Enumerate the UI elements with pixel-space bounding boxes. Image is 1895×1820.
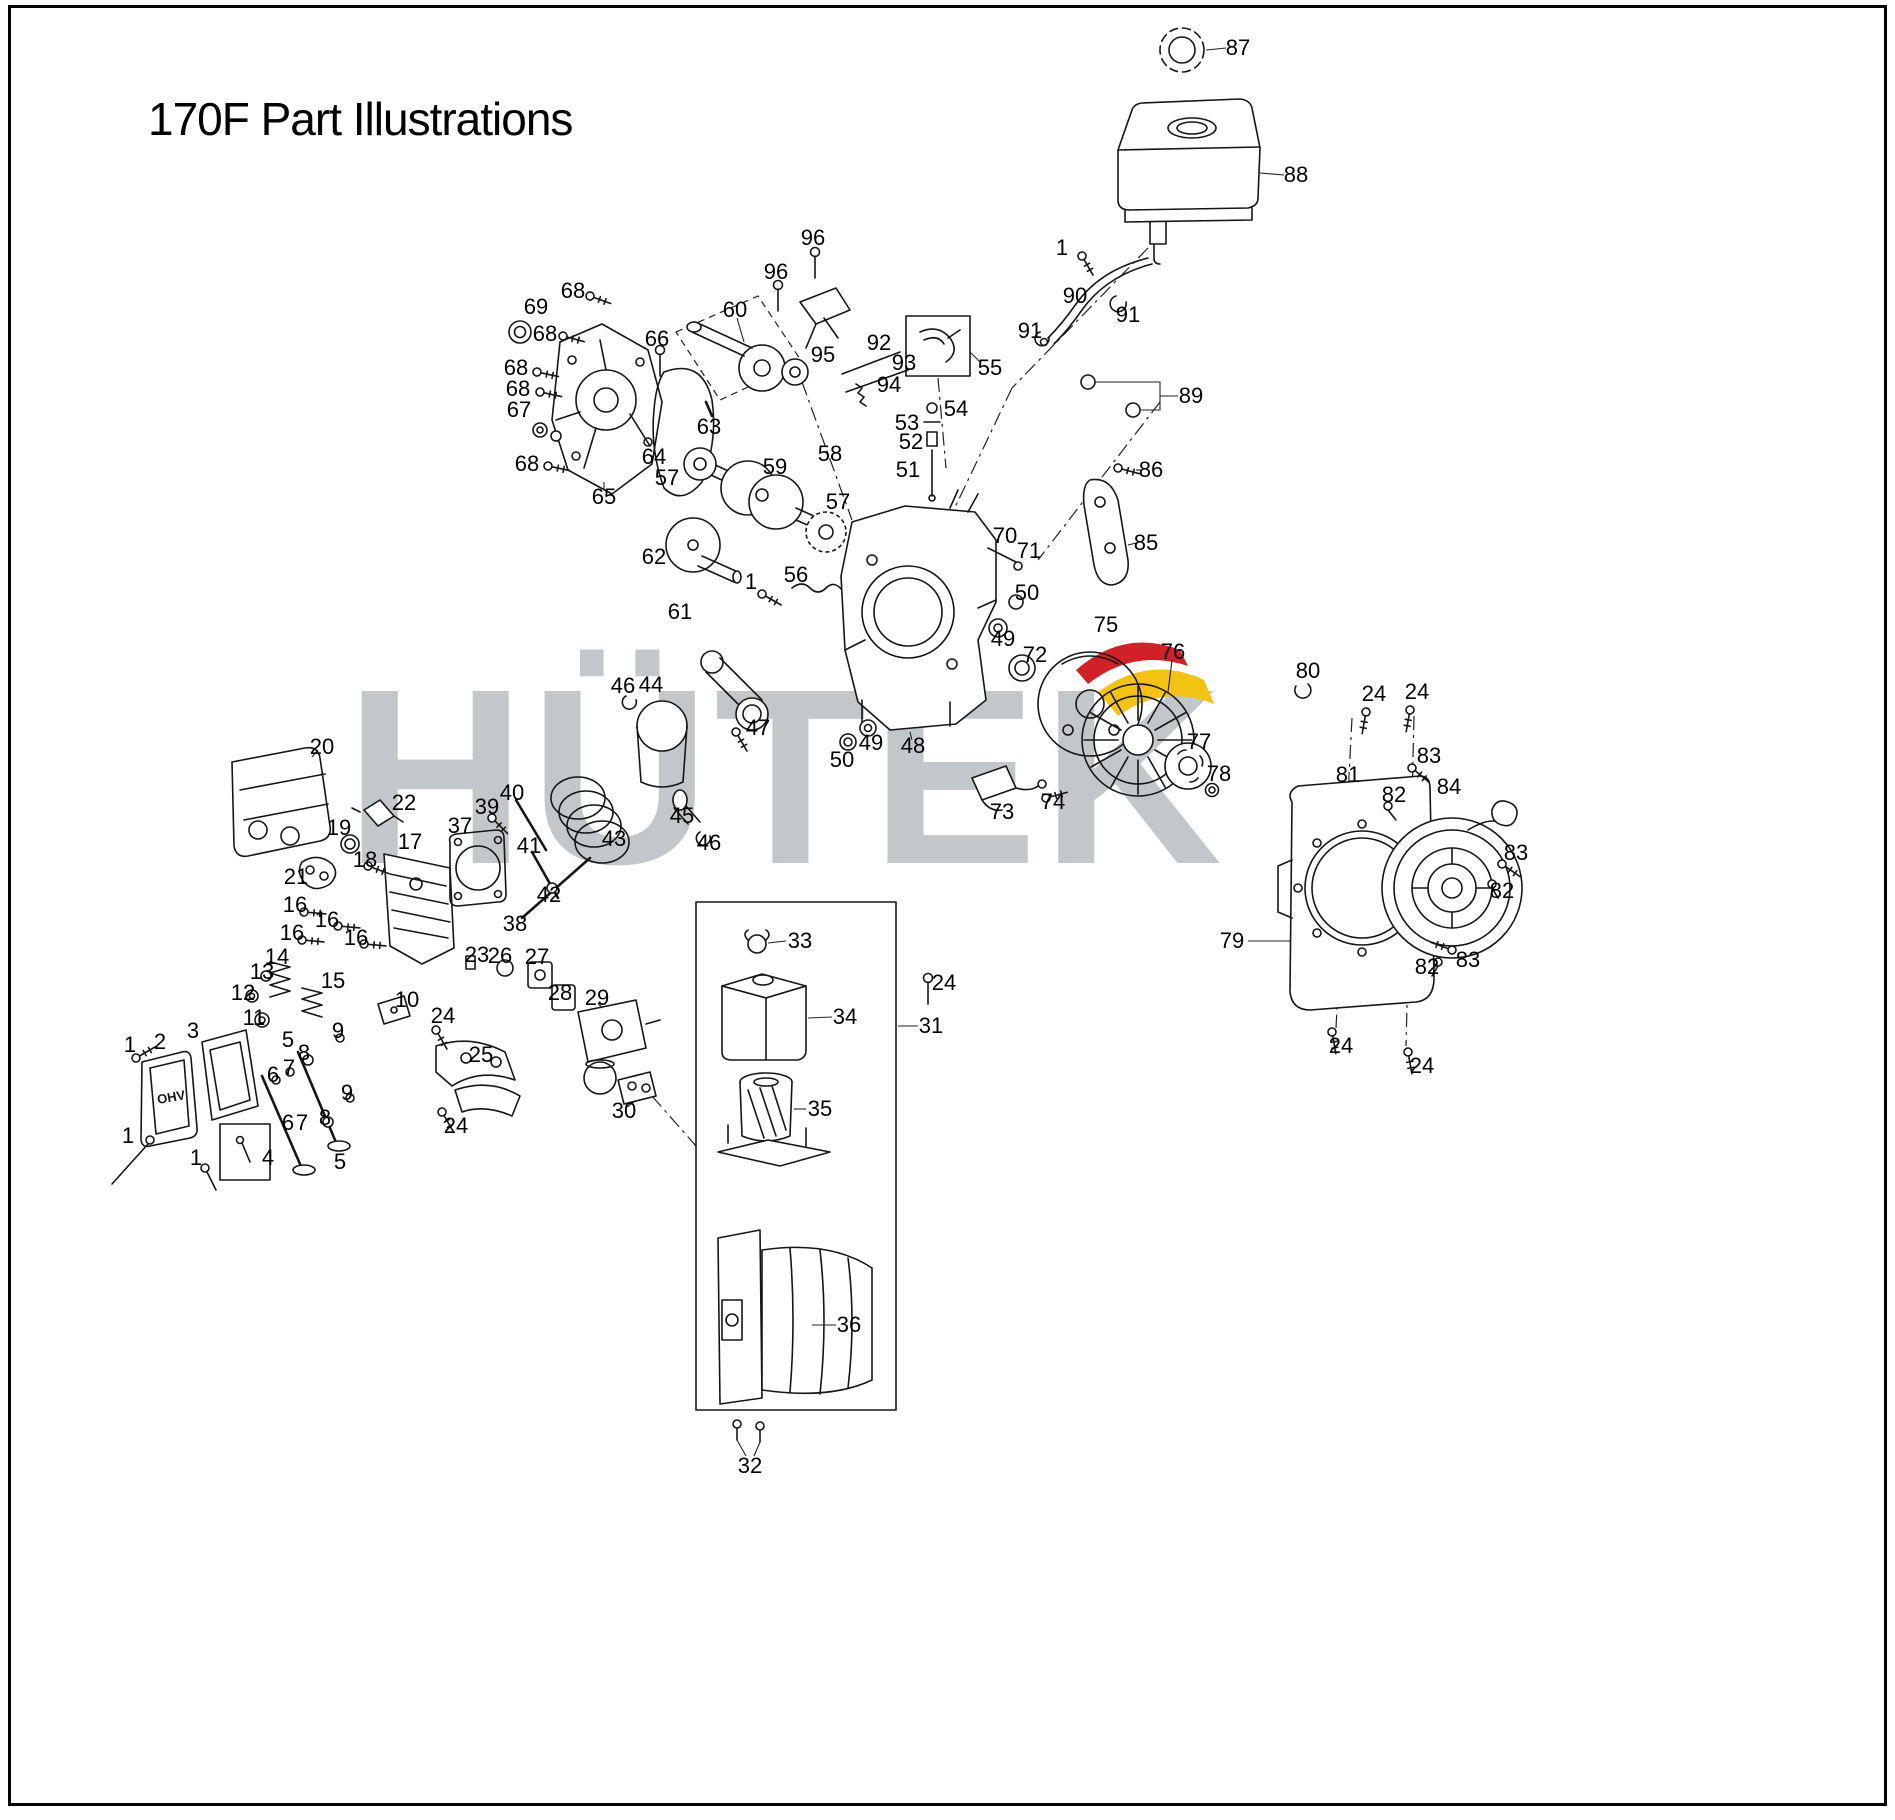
fasteners-right [1326,704,1524,1076]
head-studs [485,798,592,920]
starter-pulley [1164,742,1220,798]
crankcase [840,489,997,741]
cover-bolts-1 [111,1042,217,1191]
pipe-joint-box [905,315,982,377]
piston [621,695,712,846]
flywheel-fan [1081,659,1195,797]
fuel-line [1034,257,1153,347]
piston-pin-group [665,517,742,584]
valve-guide-plate [377,995,411,1025]
exhaust-flange [298,834,360,890]
piston-rings [550,776,630,864]
valves [260,1033,355,1176]
dowel-pin [704,400,714,418]
brand-logo-swoosh [1076,642,1214,716]
intake-parts [465,955,576,1011]
heat-shield [1082,469,1142,586]
air-cleaner-group [695,901,934,1457]
watermark-text: HÜTEK [345,637,1227,916]
oil-dipstick-parts [923,402,941,502]
connecting-rod [700,650,769,754]
spark-plug [351,799,404,827]
rocker-bracket [429,1023,521,1134]
head-gasket [448,829,507,907]
stator-plate [1037,651,1143,757]
cylinder-head [383,853,455,965]
recoil-starter [1381,800,1523,959]
carb-bracket [617,1071,657,1108]
crankcase-cover [551,323,663,495]
breather-joint [1080,374,1178,418]
crankshaft [683,447,847,553]
cover-gasket-3 [201,1029,259,1121]
fuel-tank [1117,98,1285,265]
governor-assembly [772,246,909,407]
page-title: 170F Part Illustrations [148,93,573,145]
throttle-spring [791,583,843,593]
cover-gasket [652,367,715,497]
fasteners-left [508,290,666,476]
pin-box-4 [219,1123,271,1181]
carburetor [577,999,661,1095]
valve-springs [245,961,323,1028]
crankcase-small-parts [839,547,1036,751]
head-bolts-16 [296,906,388,951]
valve-cover: OHV [140,1050,198,1148]
circlip [1294,683,1312,699]
valve-cover-ohv-label: OHV [156,1087,187,1107]
fuel-tank-cap [1159,27,1227,73]
ignition-coil [971,765,1047,812]
page-border [8,5,1887,1806]
muffler [231,746,332,858]
camshaft [675,295,803,401]
